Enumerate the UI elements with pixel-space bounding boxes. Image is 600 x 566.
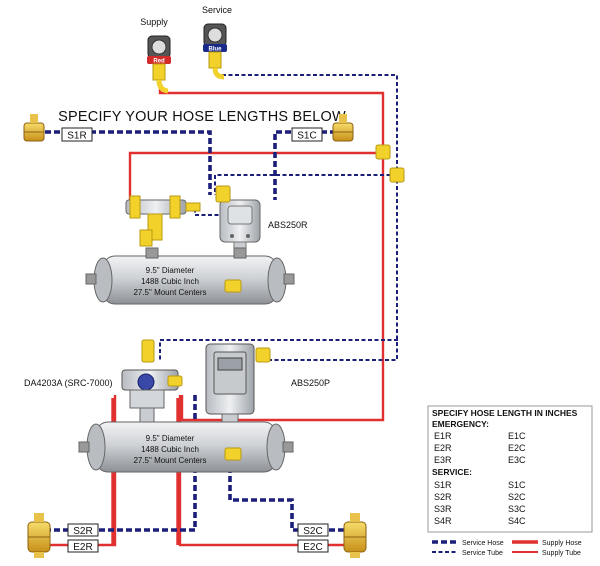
brake-chamber-top-right <box>332 114 354 142</box>
brake-chamber-bottom-left <box>27 513 51 558</box>
hose-label-s1r-box <box>61 127 93 142</box>
tee-fittings-right <box>375 144 405 183</box>
abs250p-valve <box>205 343 271 425</box>
panel-e3r: E3R <box>434 455 452 465</box>
supply-gladhand-tag: Red <box>153 59 165 65</box>
legend-service-tube: Service Tube <box>462 550 503 557</box>
brake-chamber-bottom-right <box>343 513 367 558</box>
panel-s1c: S1C <box>508 480 526 490</box>
hose-label-e2c: E2C <box>303 542 322 553</box>
panel-e3c: E3C <box>508 455 526 465</box>
panel-title: SPECIFY HOSE LENGTH IN INCHES <box>432 408 578 418</box>
top-manifold <box>125 195 201 247</box>
abs-top-label: ABS250R <box>268 220 308 230</box>
hose-label-s2c: S2C <box>303 526 322 537</box>
bottom-tank-line2: 1488 Cubic Inch <box>141 445 199 454</box>
panel-e1r: E1R <box>434 431 452 441</box>
service-gladhand-tag: Blue <box>208 47 222 53</box>
panel-service-heading: SERVICE: <box>432 467 472 477</box>
top-tank-line3: 27.5" Mount Centers <box>133 288 206 297</box>
panel-e1c: E1C <box>508 431 526 441</box>
top-tank <box>85 247 295 305</box>
hose-label-s1c: S1C <box>297 131 316 142</box>
panel-e2r: E2R <box>434 443 452 453</box>
legend: Service Hose Service Tube Supply Hose Su… <box>432 540 582 557</box>
top-tank-line1: 9.5" Diameter <box>146 266 195 275</box>
hose-label-s1r: S1R <box>67 131 86 142</box>
hose-length-panel: SPECIFY HOSE LENGTH IN INCHES EMERGENCY:… <box>427 405 593 533</box>
panel-s4r: S4R <box>434 516 452 526</box>
panel-s2r: S2R <box>434 492 452 502</box>
bottom-tank <box>78 421 294 473</box>
panel-s4c: S4C <box>508 516 526 526</box>
hose-label-e2c-box <box>297 539 329 553</box>
hose-label-s2r: S2R <box>73 526 92 537</box>
legend-supply-tube: Supply Tube <box>542 550 581 557</box>
page-title: SPECIFY YOUR HOSE LENGTHS BELOW <box>58 109 346 125</box>
hose-label-e2r-box <box>67 539 99 553</box>
bottom-tank-line3: 27.5" Mount Centers <box>133 456 206 465</box>
supply-gladhand <box>147 35 171 94</box>
relay-valve <box>121 339 183 423</box>
panel-s1r: S1R <box>434 480 452 490</box>
panel-e2c: E2C <box>508 443 526 453</box>
hose-label-s1c-box <box>291 127 323 142</box>
abs250r-valve <box>215 185 261 257</box>
abs-bottom-label: ABS250P <box>291 378 330 388</box>
hose-label-e2r: E2R <box>73 542 92 553</box>
legend-supply-hose: Supply Hose <box>542 540 582 547</box>
panel-s2c: S2C <box>508 492 526 502</box>
top-tank-line2: 1488 Cubic Inch <box>141 277 199 286</box>
panel-s3c: S3C <box>508 504 526 514</box>
hose-label-s2r-box <box>67 523 99 537</box>
relay-label: DA4203A (SRC-7000) <box>24 378 113 388</box>
service-tubes <box>159 74 398 361</box>
legend-service-hose: Service Hose <box>462 540 504 547</box>
panel-s3r: S3R <box>434 504 452 514</box>
bottom-tank-line1: 9.5" Diameter <box>146 434 195 443</box>
brake-chamber-top-left <box>23 114 45 142</box>
service-gladhand <box>203 23 227 80</box>
panel-emergency-heading: EMERGENCY: <box>432 419 489 429</box>
service-gladhand-label: Service <box>202 5 232 15</box>
supply-gladhand-label: Supply <box>140 17 168 27</box>
hose-label-s2c-box <box>297 523 329 537</box>
supply-lines <box>40 85 385 547</box>
